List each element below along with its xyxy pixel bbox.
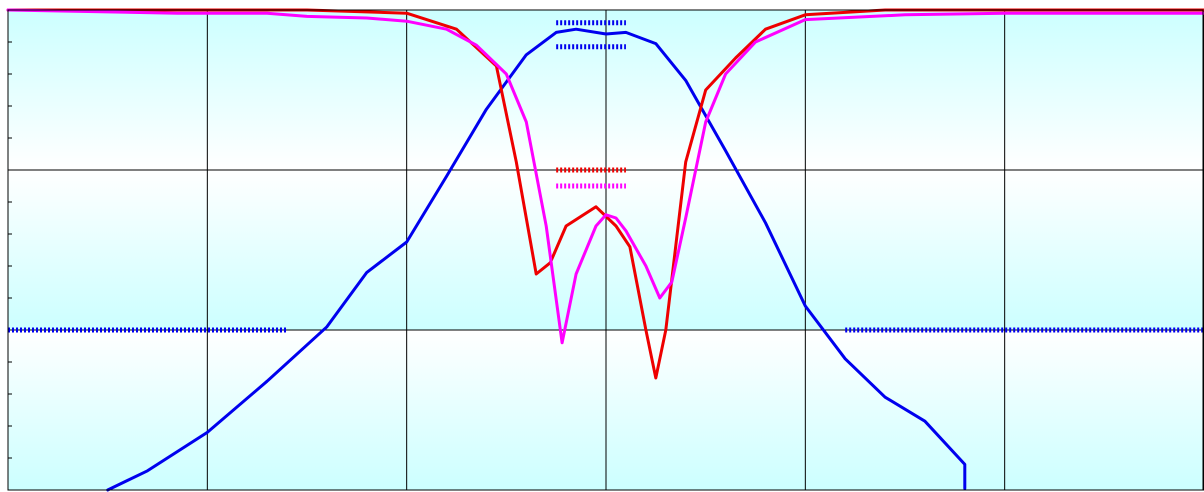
series-line-2 xyxy=(6,8,1204,345)
series-line-0 xyxy=(106,27,967,492)
plot-border xyxy=(7,9,1204,491)
plot-frame xyxy=(7,9,1204,491)
series-group xyxy=(6,8,1204,492)
series-line-1 xyxy=(6,8,1204,380)
